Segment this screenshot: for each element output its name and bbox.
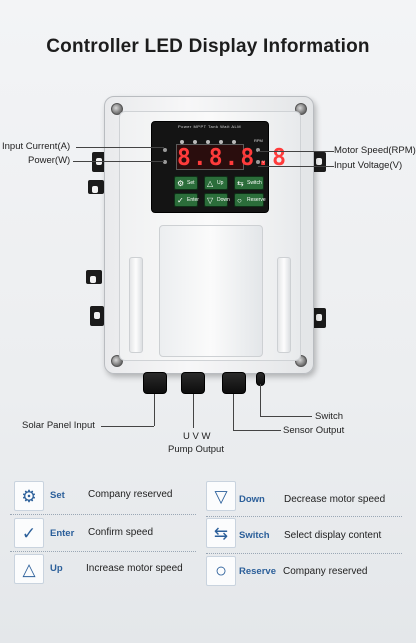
- check-icon: ✓: [177, 196, 184, 205]
- indicator-led-current: [163, 148, 167, 152]
- status-led: [206, 140, 210, 144]
- status-led: [232, 140, 236, 144]
- gear-icon: ⚙: [177, 179, 185, 188]
- divider: [10, 551, 196, 552]
- leader-line: [76, 147, 164, 148]
- set-button[interactable]: ⚙Set: [174, 176, 198, 190]
- cable-gland-sensor: [222, 372, 246, 394]
- leader-line: [260, 384, 261, 416]
- mounting-bracket: [312, 308, 326, 328]
- status-led: [219, 140, 223, 144]
- legend-row: ⚙ Set Company reserved ▽ Down Decrease m…: [10, 480, 406, 516]
- callout-input-voltage: Input Voltage(V): [334, 160, 403, 171]
- callout-sensor-output: Sensor Output: [283, 425, 345, 436]
- legend-item-enter: ✓ Enter Confirm speed: [10, 517, 206, 553]
- indicator-led-rpm: [256, 148, 260, 152]
- leader-line: [233, 430, 281, 431]
- leader-line: [154, 394, 155, 426]
- leader-line: [233, 394, 234, 430]
- legend-key: Reserve: [239, 566, 276, 577]
- legend-row: ✓ Enter Confirm speed ⇆ Switch Select di…: [10, 517, 406, 553]
- cable-gland-solar: [143, 372, 167, 394]
- legend-desc: Company reserved: [283, 566, 368, 577]
- mounting-bracket: [312, 152, 326, 172]
- mounting-bracket: [90, 306, 104, 326]
- legend-key: Switch: [239, 530, 270, 541]
- triangle-down-icon: ▽: [207, 196, 214, 205]
- callout-solar-panel-input: Solar Panel Input: [22, 420, 95, 431]
- legend-item-switch: ⇆ Switch Select display content: [206, 517, 406, 553]
- callout-switch: Switch: [315, 411, 343, 422]
- circle-icon: ○: [206, 556, 236, 586]
- mounting-bracket: [88, 180, 104, 194]
- leader-line: [260, 416, 312, 417]
- rpm-label: RPM: [254, 138, 263, 143]
- enclosure-rib: [129, 257, 143, 353]
- leader-line: [258, 151, 334, 152]
- legend-item-down: ▽ Down Decrease motor speed: [206, 480, 406, 516]
- legend-row: △ Up Increase motor speed ○ Reserve Comp…: [10, 553, 406, 589]
- control-panel: Power MPPT Tank Wait ALM 8.8.8.8 RPM V ⚙…: [151, 121, 288, 213]
- terminal-cover: [159, 225, 263, 357]
- cable-gland-pump: [181, 372, 205, 394]
- enclosure-rib: [277, 257, 291, 353]
- legend-desc: Confirm speed: [88, 527, 154, 538]
- voltage-label: V: [262, 159, 265, 164]
- callout-uvw: U V W: [183, 431, 211, 442]
- legend-desc: Increase motor speed: [86, 563, 183, 574]
- status-led-row: [180, 131, 245, 149]
- legend-key: Up: [50, 563, 63, 574]
- up-button[interactable]: △Up: [204, 176, 228, 190]
- status-led: [193, 140, 197, 144]
- indicator-led-voltage: [256, 160, 260, 164]
- callout-input-current: Input Current(A): [2, 141, 71, 152]
- mounting-bracket: [86, 270, 102, 284]
- led-status-labels: Power MPPT Tank Wait ALM: [178, 124, 242, 129]
- legend-key: Enter: [50, 528, 75, 539]
- circle-icon: ○: [237, 196, 242, 205]
- legend-key: Set: [50, 490, 65, 501]
- legend-item-reserve: ○ Reserve Company reserved: [206, 553, 406, 589]
- seven-segment-display: 8.8.8.8: [176, 144, 288, 171]
- check-icon: ✓: [14, 518, 44, 548]
- divider: [206, 553, 402, 554]
- controller-enclosure: Power MPPT Tank Wait ALM 8.8.8.8 RPM V ⚙…: [104, 96, 314, 374]
- divider: [10, 514, 196, 515]
- leader-line: [73, 161, 164, 162]
- leader-line: [101, 426, 154, 427]
- legend-desc: Select display content: [284, 530, 382, 541]
- callout-power: Power(W): [28, 155, 71, 166]
- legend-desc: Company reserved: [88, 489, 173, 500]
- swap-icon: ⇆: [206, 518, 236, 548]
- leader-line: [193, 394, 194, 428]
- switch-button[interactable]: ⇆Switch: [234, 176, 264, 190]
- triangle-up-icon: △: [14, 554, 44, 584]
- leader-line: [258, 166, 334, 167]
- enter-button[interactable]: ✓Enter: [174, 193, 199, 207]
- down-button[interactable]: ▽Down: [204, 193, 230, 207]
- gear-icon: ⚙: [14, 481, 44, 511]
- reserve-button[interactable]: ○Reserve: [234, 193, 266, 207]
- triangle-down-icon: ▽: [206, 481, 236, 511]
- status-led: [180, 140, 184, 144]
- swap-icon: ⇆: [237, 179, 244, 188]
- callout-pump-output: Pump Output: [168, 444, 224, 455]
- callout-motor-speed: Motor Speed(RPM): [334, 145, 416, 156]
- legend-key: Down: [239, 494, 265, 505]
- legend-item-up: △ Up Increase motor speed: [10, 553, 206, 589]
- page-title: Controller LED Display Information: [46, 36, 370, 57]
- legend-item-set: ⚙ Set Company reserved: [10, 480, 206, 516]
- triangle-up-icon: △: [207, 179, 214, 188]
- divider: [206, 516, 402, 517]
- legend-desc: Decrease motor speed: [284, 494, 386, 505]
- indicator-led-power: [163, 160, 167, 164]
